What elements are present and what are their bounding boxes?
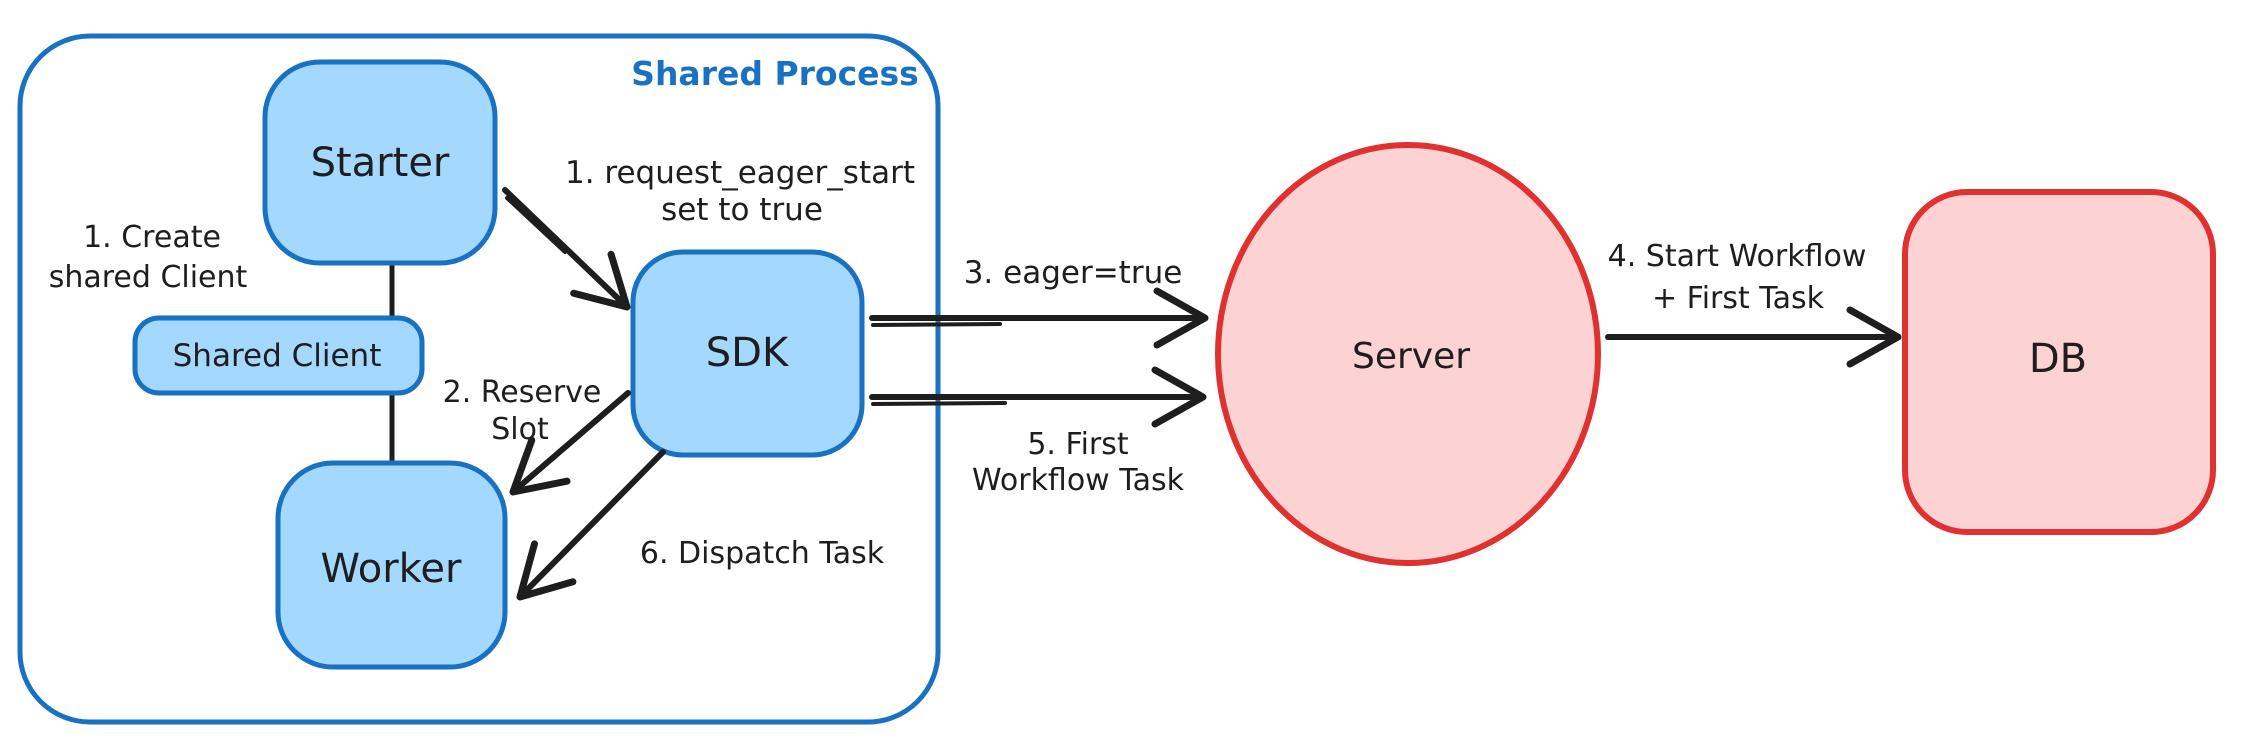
annotation-start-workflow-line2: + First Task: [1652, 281, 1825, 316]
shared-client-label: Shared Client: [173, 338, 382, 374]
starter-node: [262, 59, 498, 266]
annotation-reserve-slot-line2: Slot: [491, 412, 549, 447]
sdk-label: SDK: [706, 330, 790, 376]
annotation-reserve-slot-line1: 2. Reserve: [443, 375, 602, 410]
annotation-create-shared-client-line1: 1. Create: [83, 220, 221, 255]
shared-process-title: Shared Process: [631, 54, 919, 93]
worker-label: Worker: [321, 546, 462, 592]
shared-process-container: [17, 33, 941, 725]
annotation-request-eager-start-line2: set to true: [661, 192, 823, 228]
arrow-starter-to-sdk-sketch-stroke: [505, 196, 567, 254]
annotation-dispatch-task: 6. Dispatch Task: [640, 536, 885, 571]
db-node: [1902, 189, 2216, 535]
starter-label: Starter: [311, 140, 450, 186]
arrow-sdk-to-worker-dispatch-task: [516, 449, 666, 601]
annotation-request-eager-start-line1: 1. request_eager_start: [565, 155, 915, 191]
server-label: Server: [1352, 336, 1470, 377]
worker-node: [275, 460, 508, 670]
db-label: DB: [2029, 336, 2087, 382]
annotation-first-workflow-task-line1: 5. First: [1027, 427, 1129, 462]
shared-client-node: [132, 315, 425, 396]
annotation-start-workflow-line1: 4. Start Workflow: [1608, 239, 1867, 274]
server-node: [1215, 142, 1601, 566]
arrow-sdk-to-server-first-task-sketch-stroke: [871, 401, 1007, 406]
annotation-create-shared-client-line2: shared Client: [49, 260, 248, 295]
arrow-starter-to-sdk: [502, 187, 631, 311]
annotation-eager-true: 3. eager=true: [964, 255, 1183, 291]
arrow-sdk-to-worker-reserve-slot: [509, 390, 631, 496]
annotation-first-workflow-task-line2: Workflow Task: [972, 463, 1185, 498]
sdk-node: [630, 249, 865, 458]
arrow-sdk-to-server-eager-sketch-stroke: [871, 322, 1002, 327]
